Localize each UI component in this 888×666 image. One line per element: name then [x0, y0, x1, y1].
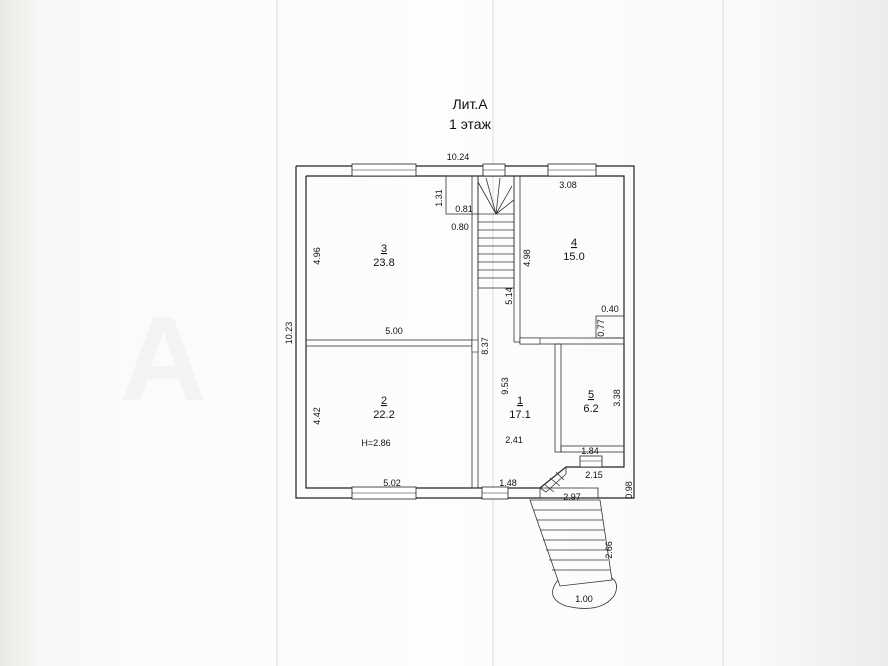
staircase	[445, 175, 515, 289]
dim-label: 4.96	[312, 247, 322, 265]
plan-title: Лит.А	[452, 96, 488, 112]
dim-label: 0.98	[624, 481, 634, 499]
room-area: 22.2	[373, 409, 394, 421]
dim-label: 4.42	[312, 407, 322, 425]
dim-label: 1.84	[581, 446, 599, 456]
room-number: 4	[571, 237, 577, 249]
room-area: 17.1	[509, 409, 530, 421]
dim-label: 8.37	[480, 337, 490, 355]
entrance-steps	[539, 466, 599, 499]
dim-label: 5.02	[383, 478, 401, 488]
door	[519, 337, 541, 345]
room-area: 6.2	[583, 403, 598, 415]
outdoor-stairs	[529, 499, 617, 609]
dim-label: 0.81	[455, 204, 473, 214]
ceiling-height: H=2.86	[361, 438, 390, 448]
partition-wall	[471, 175, 479, 489]
floor-label: 1 этаж	[449, 116, 491, 132]
dim-label: 2.15	[585, 470, 603, 480]
partition-wall	[560, 445, 625, 453]
niche	[595, 315, 625, 339]
room-area: 23.8	[373, 257, 394, 269]
dim-label: 2.66	[604, 541, 614, 559]
partition-wall	[305, 339, 473, 347]
room-number: 5	[588, 389, 594, 401]
window	[579, 455, 603, 468]
dim-label: 1.00	[575, 594, 593, 604]
dim-label: 10.23	[284, 322, 294, 345]
dim-label: 4.98	[522, 249, 532, 267]
partition-wall	[513, 175, 521, 343]
door	[471, 339, 479, 353]
dim-label: 0.80	[451, 222, 469, 232]
dim-label: 9.53	[500, 377, 510, 395]
dim-label: 5.14	[504, 287, 514, 305]
dim-label: 3.38	[612, 389, 622, 407]
dim-label: 10.24	[447, 152, 470, 162]
room-number: 1	[517, 395, 523, 407]
room-number: 3	[381, 243, 387, 255]
dim-label: 1.31	[434, 189, 444, 207]
outer-wall	[295, 165, 635, 499]
dim-label: 2.97	[563, 492, 581, 502]
dim-label: 1.48	[499, 478, 517, 488]
watermark: А	[120, 292, 207, 426]
dim-label: 5.00	[385, 326, 403, 336]
dim-label: 0.40	[601, 304, 619, 314]
partition-wall	[554, 343, 562, 453]
room-area: 15.0	[563, 251, 584, 263]
dim-label: 2.41	[505, 435, 523, 445]
room-number: 2	[381, 395, 387, 407]
dim-label: 3.08	[559, 180, 577, 190]
dim-label: 0.77	[596, 319, 606, 337]
